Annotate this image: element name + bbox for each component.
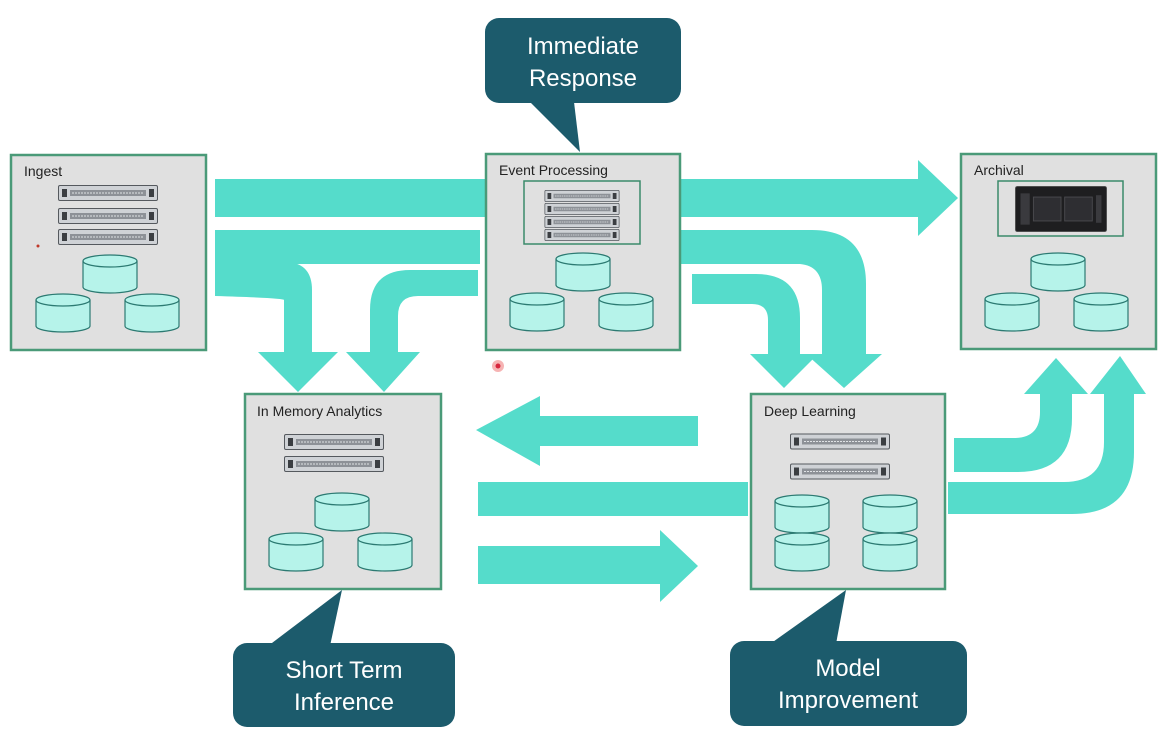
database-cylinder-icon [124,293,180,333]
callout-short-term-inference-line1: Short Term [286,657,403,684]
node-deep-learning: Deep Learning [749,392,947,591]
database-cylinder-icon [774,532,830,572]
rack-server-icon [1014,186,1108,232]
flow-arrows [215,160,1146,602]
callout-short-term-inference-line2: Inference [294,689,394,716]
callout-immediate-response-line1: Immediate [527,33,639,60]
callout-model-improvement-line2: Improvement [778,687,918,714]
arrow-event-processing-to-in-memory-analytics [346,270,478,392]
arrow-deep-learning-to-archival-outer [948,356,1146,514]
node-deep-learning-title: Deep Learning [764,403,856,419]
database-cylinder-icon [357,532,413,572]
arrow-event-processing-to-deep-learning [692,274,818,388]
arrow-in-memory-analytics-to-deep-learning-band [478,482,748,516]
rack-server-icon [58,185,158,245]
arrow-ingest-to-in-memory-analytics [215,230,480,392]
node-archival: Archival [959,152,1158,351]
callout-short-term-inference: Short Term Inference [233,590,455,727]
callout-model-improvement: Model Improvement [730,590,967,726]
arrow-deep-learning-to-archival-inner [954,358,1088,472]
database-cylinder-icon [509,292,565,332]
arrow-in-memory-analytics-to-deep-learning [478,530,698,602]
database-cylinder-icon [268,532,324,572]
callout-immediate-response: Immediate Response [485,18,681,152]
database-cylinder-icon [774,494,830,534]
node-in-memory-analytics: In Memory Analytics [243,392,443,591]
database-cylinder-icon [555,252,611,292]
node-ingest-title: Ingest [24,163,62,179]
database-cylinder-icon [35,293,91,333]
cursor-indicator [492,360,504,372]
database-cylinder-icon [1073,292,1129,332]
database-cylinder-icon [862,532,918,572]
callout-immediate-response-line2: Response [529,65,637,92]
database-cylinder-icon [82,254,138,294]
node-event-processing: Event Processing [484,152,682,352]
node-ingest: Ingest [9,153,208,352]
node-archival-title: Archival [974,162,1024,178]
database-cylinder-icon [862,494,918,534]
arrow-ingest-to-deep-learning [680,230,882,388]
database-cylinder-icon [314,492,370,532]
node-in-memory-analytics-title: In Memory Analytics [257,403,382,419]
database-cylinder-icon [1030,252,1086,292]
arrow-deep-learning-to-in-memory-analytics [476,396,698,466]
database-cylinder-icon [598,292,654,332]
database-cylinder-icon [984,292,1040,332]
node-event-processing-title: Event Processing [499,162,608,178]
callout-model-improvement-line1: Model [815,655,880,682]
